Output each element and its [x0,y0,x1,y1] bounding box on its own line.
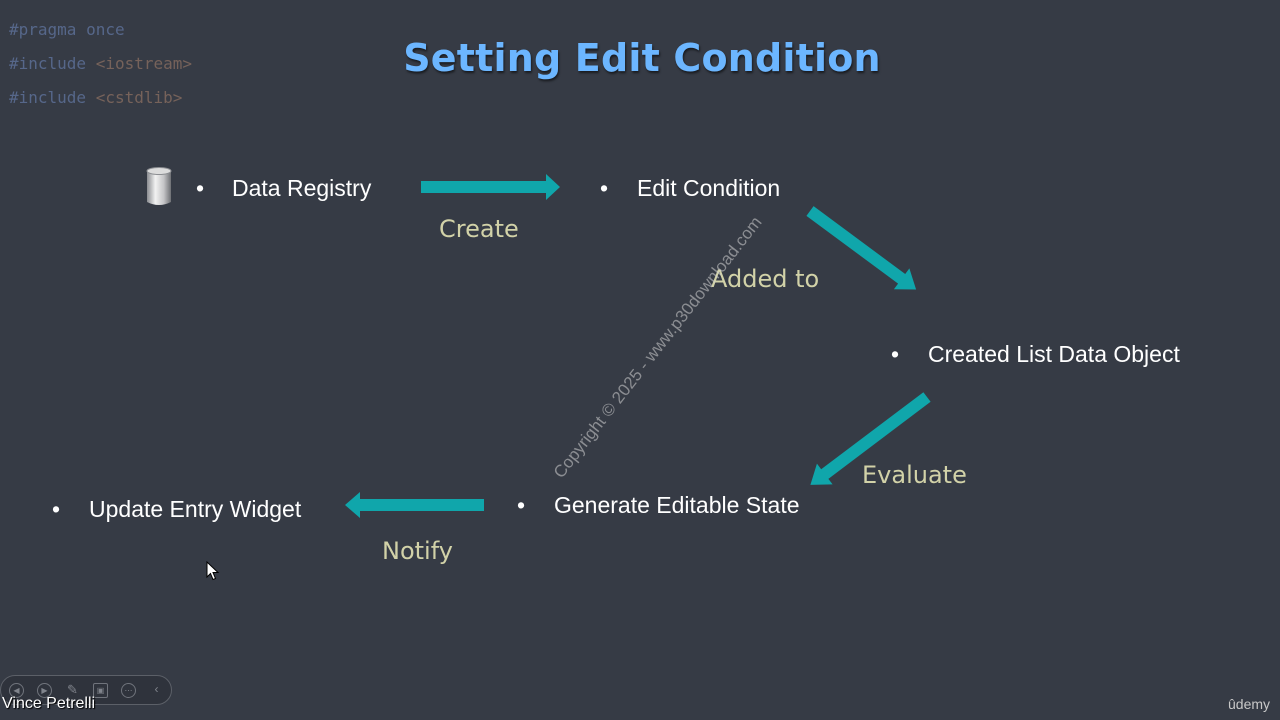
node-label: Update Entry Widget [89,496,302,522]
code-include-directive: #include [9,88,96,107]
arrow-notify [345,492,484,518]
database-icon [146,167,172,205]
slide-title: Setting Edit Condition [403,36,881,80]
code-include-header: <iostream> [95,54,193,73]
bullet: • [196,175,205,201]
code-include-header: <cstdlib> [95,88,183,107]
previous-icon[interactable]: ◀ [9,683,24,698]
edge-label-evaluate: Evaluate [862,461,967,489]
arrow-create [421,174,560,200]
slide-toolbar: ◀ ▶ ✎ ▣ ⋯ ‹ [0,675,172,705]
bullet: • [891,341,900,367]
mouse-cursor-icon [206,561,220,581]
code-pragma-text: #pragma once [9,20,125,39]
presenter-name: Vince Petrelli [2,695,96,712]
bullet: • [600,175,609,201]
bullet: • [52,496,61,522]
code-include-directive: #include [9,54,96,73]
edge-label-create: Create [439,215,519,243]
code-line-pragma: #pragma once [9,20,125,39]
code-line-include-iostream: #include <iostream> [9,54,192,73]
edge-label-added-to: Added to [711,265,820,293]
screenshot-icon[interactable]: ▣ [93,683,108,698]
code-line-include-cstdlib: #include <cstdlib> [9,88,182,107]
bullet: • [517,492,526,518]
node-label: Generate Editable State [554,492,800,518]
node-label: Created List Data Object [928,341,1180,367]
node-label: Edit Condition [637,175,781,201]
brand-logo: ûdemy [1228,696,1271,712]
edge-label-notify: Notify [382,537,453,565]
next-icon[interactable]: ▶ [37,683,52,698]
collapse-icon[interactable]: ‹ [154,682,159,696]
arrow-added-to [806,206,917,290]
pen-icon[interactable]: ✎ [67,682,78,697]
more-icon[interactable]: ⋯ [121,683,136,698]
arrow-evaluate [810,392,931,485]
node-label: Data Registry [232,175,372,201]
